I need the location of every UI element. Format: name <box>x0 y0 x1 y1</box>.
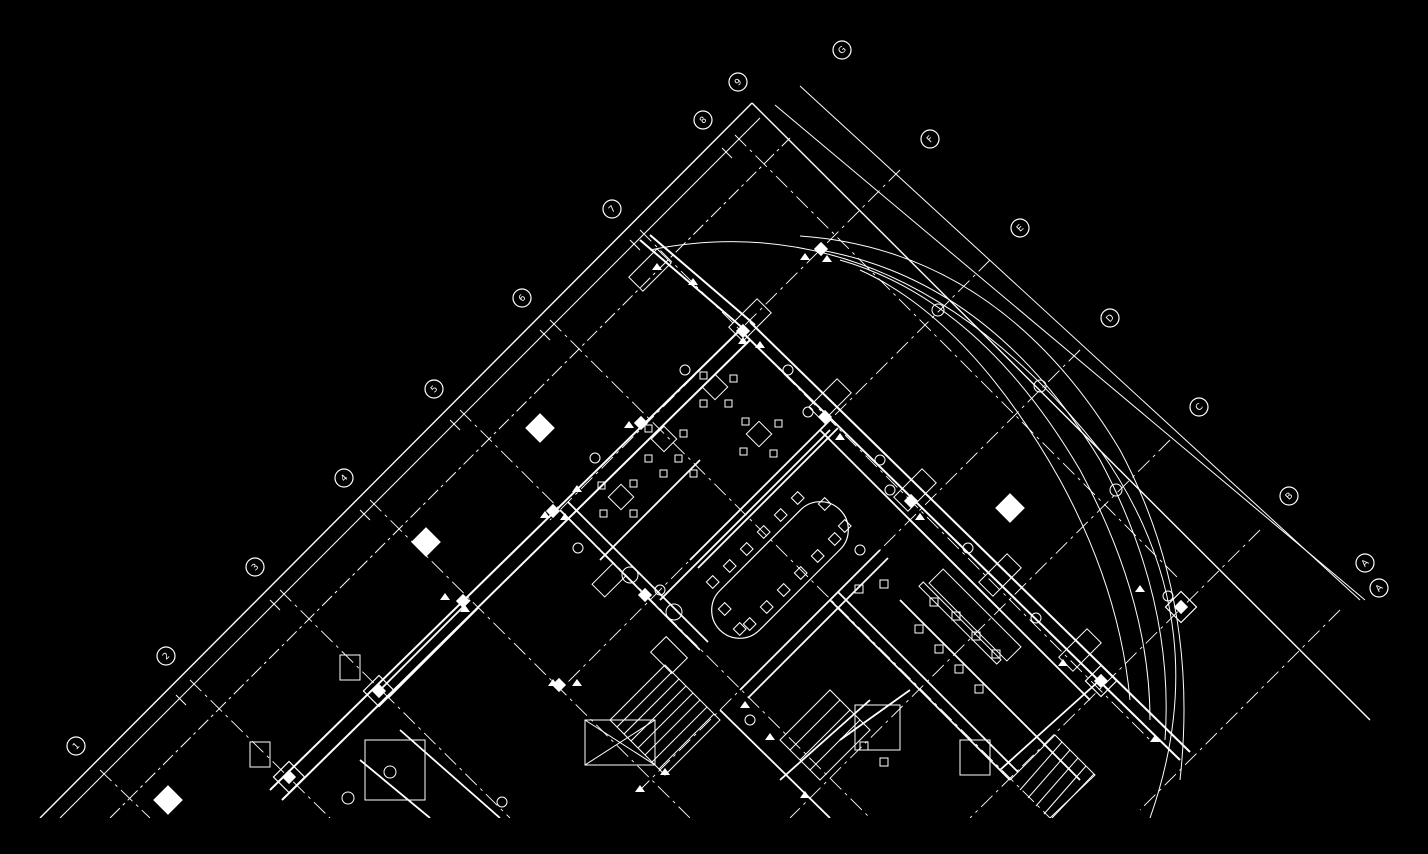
grid-number-bubble-circle <box>334 468 354 488</box>
grid-number-bubble-label: 8 <box>698 115 709 126</box>
grid-lines-lettered <box>549 169 1341 818</box>
conference-table <box>711 501 849 639</box>
grid-letter-bubble-4: C <box>1189 397 1209 417</box>
grid-letter-bubble-circle <box>1279 486 1299 506</box>
grid-letter-bubble-0: G <box>832 40 852 60</box>
outer-boundary-top-left <box>39 85 1371 818</box>
dimension-boxes <box>249 248 1102 801</box>
staircase-left <box>584 664 721 776</box>
detail-markers <box>341 364 1042 808</box>
grid-number-bubble-7: 8 <box>693 110 713 130</box>
grid-number-bubble-circle <box>728 72 748 92</box>
grid-letter-bubble-circle <box>1100 308 1120 328</box>
grid-letter-bubble-label: C <box>1194 402 1206 414</box>
column-outlines <box>272 590 1198 794</box>
interior-walls <box>359 419 1101 818</box>
grid-number-bubble-0: 1 <box>66 736 86 756</box>
grid-letter-bubble-6: A <box>1355 553 1375 573</box>
grid-letter-bubble-2: E <box>1010 218 1030 238</box>
grid-bubbles: 1 2 3 4 5 6 7 8 9 G F E D C B AA <box>66 40 1389 756</box>
grid-number-bubble-label: 7 <box>607 204 618 215</box>
grid-letter-bubble-1: F <box>920 129 940 149</box>
grid-letter-bubble-label: F <box>925 134 936 145</box>
grid-letter-bubble-7: A <box>1369 578 1389 598</box>
grid-letter-bubble-circle <box>1369 578 1389 598</box>
grid-number-bubble-circle <box>66 736 86 756</box>
grid-letter-bubble-circle <box>1189 397 1209 417</box>
grid-number-bubble-2: 3 <box>245 557 265 577</box>
grid-number-bubble-circle <box>602 199 622 219</box>
grid-number-bubble-label: 4 <box>339 473 350 484</box>
grid-number-bubble-label: 3 <box>250 562 261 573</box>
grid-number-bubble-6: 7 <box>602 199 622 219</box>
grid-number-bubble-label: 6 <box>517 293 528 304</box>
grid-letter-bubble-circle <box>832 40 852 60</box>
grid-number-bubble-3: 4 <box>334 468 354 488</box>
dimension-ticks-left <box>175 147 733 706</box>
staircase-center <box>779 689 871 781</box>
grid-letter-bubble-circle <box>1355 553 1375 573</box>
grid-number-bubble-label: 5 <box>429 384 440 395</box>
grid-number-bubble-circle <box>693 110 713 130</box>
grid-number-bubble-circle <box>512 288 532 308</box>
curved-facade <box>649 235 1185 818</box>
meeting-table-right <box>854 568 1022 767</box>
grid-number-bubble-circle <box>156 646 176 666</box>
staircase-right <box>1009 734 1096 818</box>
facade-nodes <box>931 303 1174 602</box>
grid-number-bubble-label: 1 <box>71 741 82 752</box>
grid-lines-numbered <box>99 134 1181 818</box>
grid-number-bubble-8: 9 <box>728 72 748 92</box>
grid-number-bubble-circle <box>245 557 265 577</box>
grid-letter-bubble-circle <box>920 129 940 149</box>
grid-letter-bubble-label: E <box>1015 223 1026 234</box>
cafe-tables <box>597 371 783 518</box>
grid-number-bubble-label: 2 <box>161 651 172 662</box>
grid-letter-bubble-5: B <box>1279 486 1299 506</box>
section-markers <box>440 253 1160 798</box>
conference-chairs <box>705 490 852 637</box>
room-tags <box>153 413 1025 815</box>
grid-number-bubble-1: 2 <box>156 646 176 666</box>
grid-letter-bubble-label: B <box>1284 491 1295 502</box>
grid-number-bubble-label: 9 <box>733 77 744 88</box>
grid-number-bubble-5: 6 <box>512 288 532 308</box>
grid-letter-bubble-3: D <box>1100 308 1120 328</box>
grid-number-bubble-circle <box>424 379 444 399</box>
grid-number-bubble-4: 5 <box>424 379 444 399</box>
structural-columns <box>281 241 1189 785</box>
grid-letter-bubble-circle <box>1010 218 1030 238</box>
